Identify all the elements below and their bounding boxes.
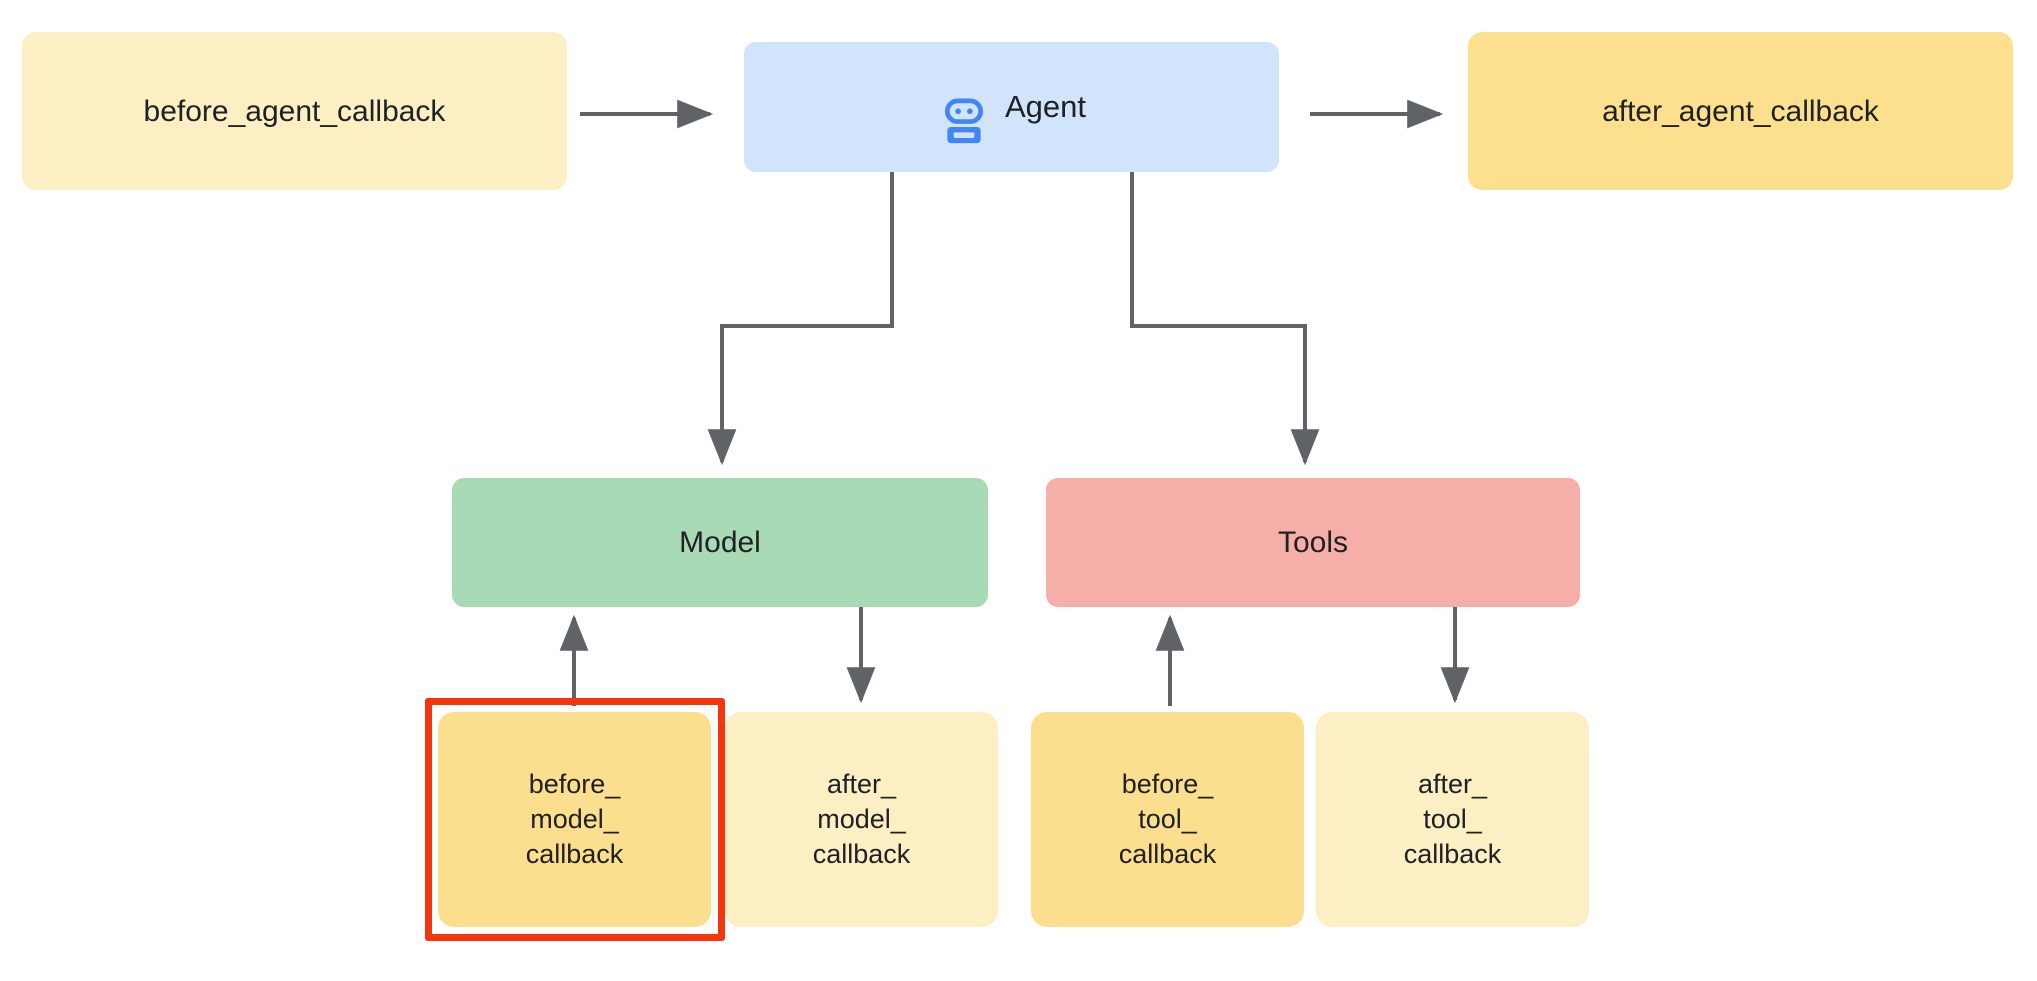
node-agent[interactable]: Agent: [744, 42, 1279, 172]
node-before-tool-callback-label: before_ tool_ callback: [1118, 768, 1217, 870]
edge-agent-to-model: [707, 172, 894, 466]
agent-content: Agent: [937, 55, 1086, 160]
node-model-label: Model: [679, 526, 761, 559]
node-after-tool-callback[interactable]: after_ tool_ callback: [1316, 712, 1589, 927]
node-agent-label: Agent: [1004, 88, 1086, 124]
node-tools[interactable]: Tools: [1046, 478, 1580, 607]
node-after-model-callback[interactable]: after_ model_ callback: [725, 712, 998, 927]
node-after-agent-callback[interactable]: after_agent_callback: [1468, 32, 2013, 190]
node-before-model-callback-label: before_ model_ callback: [525, 768, 624, 870]
node-before-agent-callback[interactable]: before_agent_callback: [22, 32, 567, 190]
node-after-agent-callback-label: after_agent_callback: [1602, 94, 1879, 128]
node-before-agent-callback-label: before_agent_callback: [143, 94, 446, 128]
node-model[interactable]: Model: [452, 478, 988, 607]
robot-icon: [937, 55, 991, 160]
node-tools-label: Tools: [1277, 526, 1349, 559]
node-after-tool-callback-label: after_ tool_ callback: [1403, 768, 1502, 870]
edge-agent-to-tools: [1130, 172, 1320, 466]
node-before-model-callback[interactable]: before_ model_ callback: [438, 712, 711, 927]
node-after-model-callback-label: after_ model_ callback: [812, 768, 911, 870]
node-before-tool-callback[interactable]: before_ tool_ callback: [1031, 712, 1304, 927]
